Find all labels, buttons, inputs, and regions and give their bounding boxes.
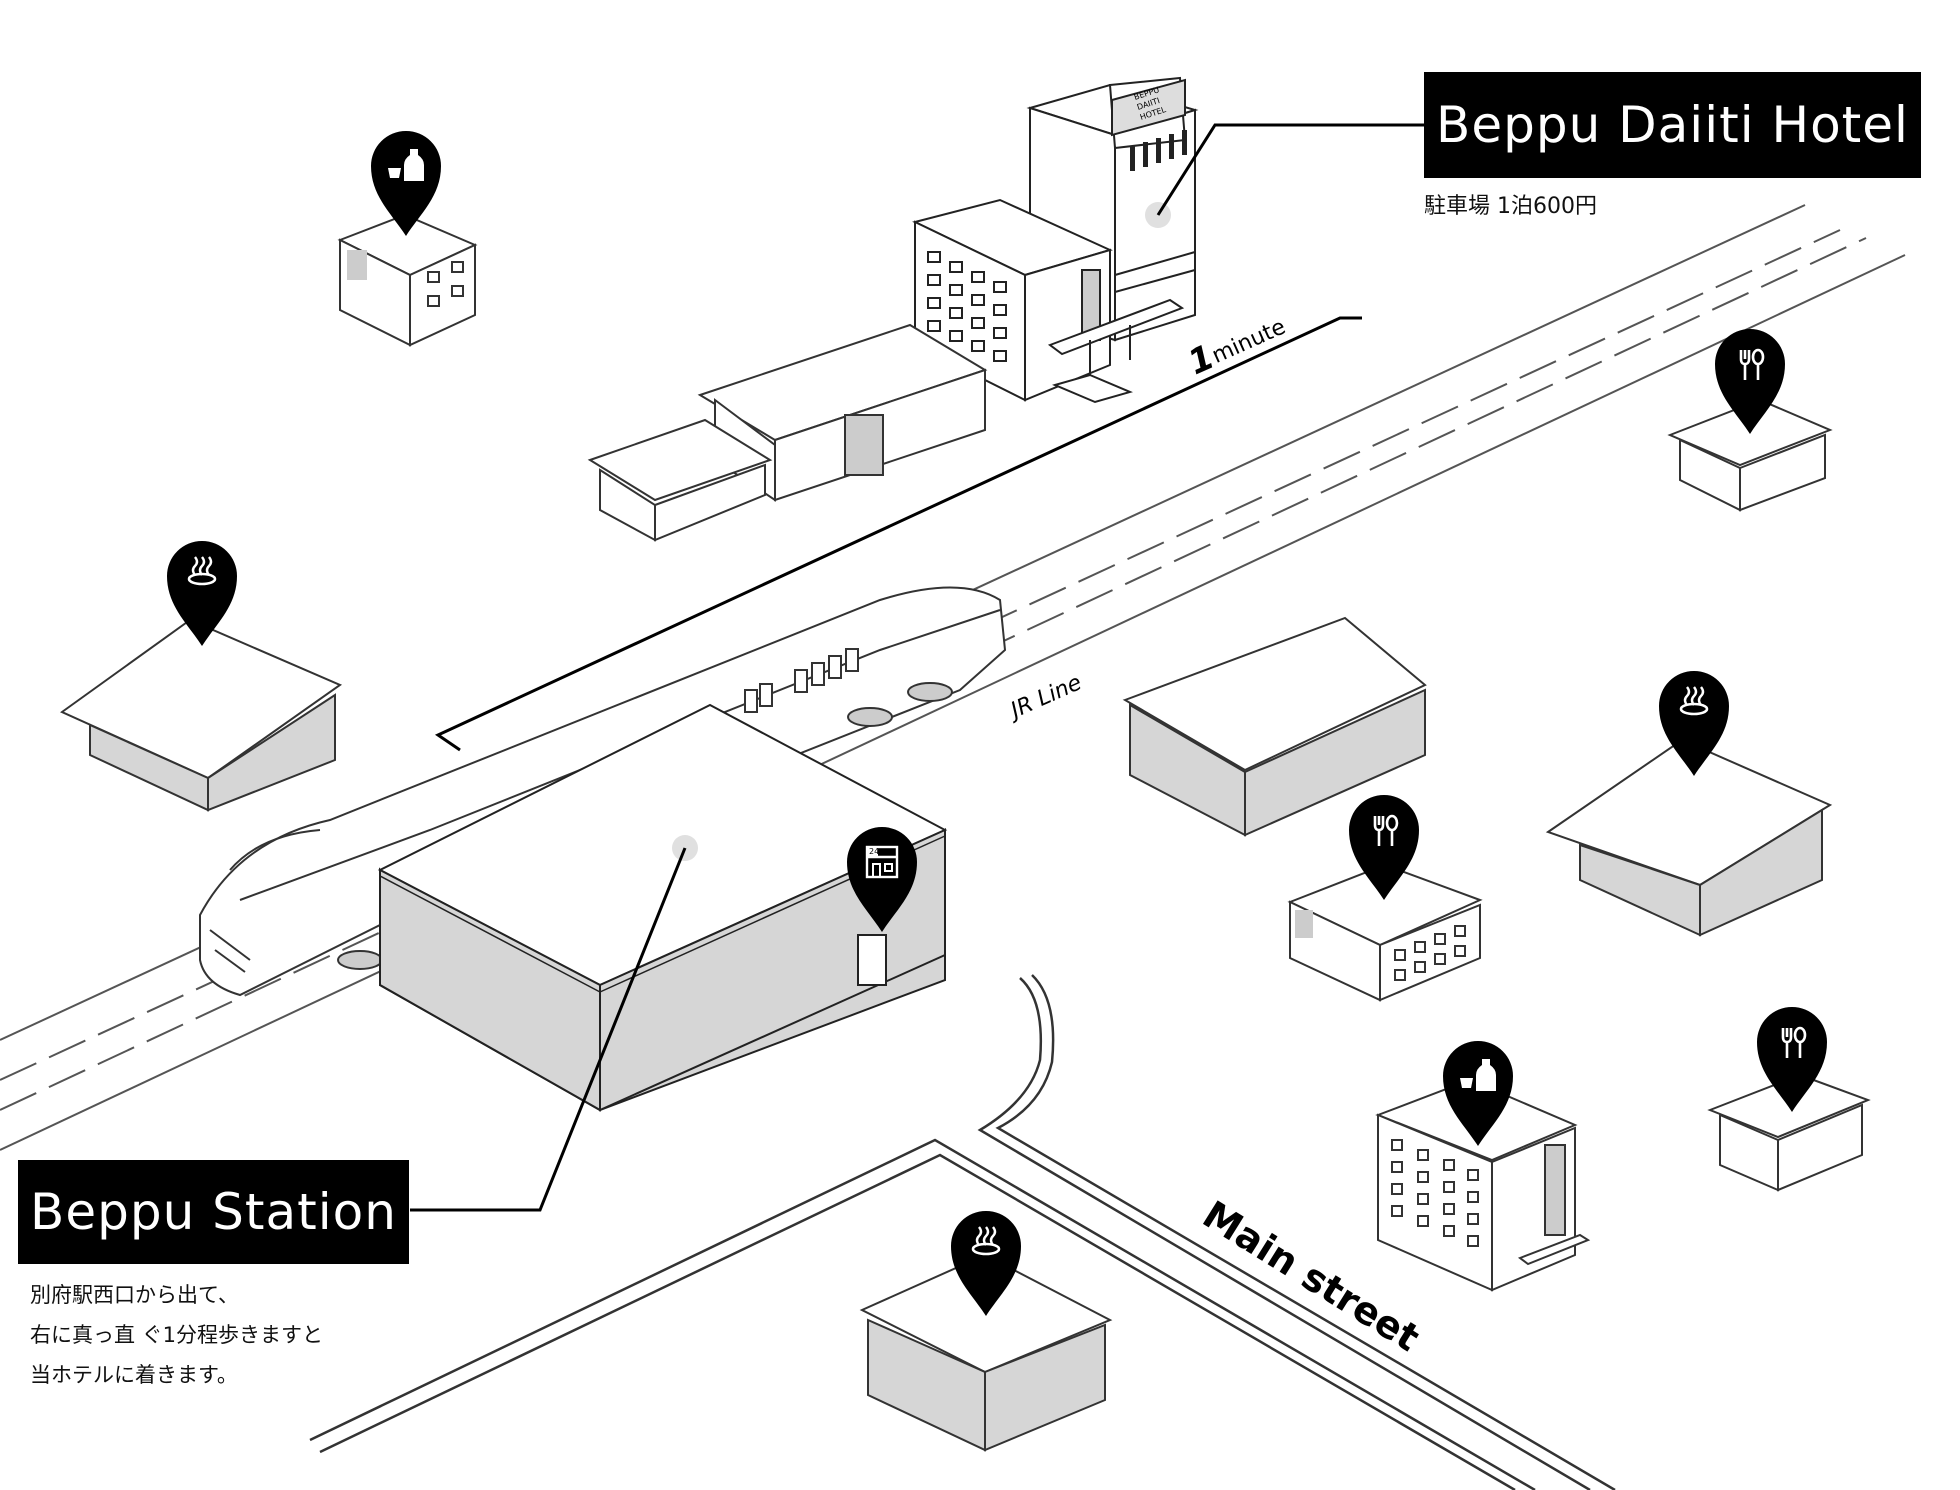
map-pin-shape bbox=[847, 827, 917, 932]
hotel-parking-info: 駐車場 1泊600円 bbox=[1424, 194, 1597, 219]
hotel-leader-line bbox=[1156, 123, 1424, 216]
directions-line: 別府駅西口から出て、 bbox=[30, 1283, 239, 1307]
gray-building-center bbox=[1122, 616, 1427, 837]
convenience-store-marker: 24 bbox=[847, 827, 917, 932]
walking-route-line bbox=[434, 316, 1362, 752]
restaurant-marker-right bbox=[1715, 329, 1785, 434]
map-pin-shape bbox=[167, 541, 237, 646]
markers-layer: 24 bbox=[167, 131, 1827, 1316]
map-pin-shape bbox=[1443, 1041, 1513, 1146]
restaurant-marker-center bbox=[1349, 795, 1419, 900]
walk-time-label: 1 minute bbox=[1182, 314, 1289, 383]
map-pin-shape bbox=[1659, 671, 1729, 776]
restaurant-marker-bottom-right bbox=[1757, 1007, 1827, 1112]
station-directions: 別府駅西口から出て、 右に真っ直 ぐ1分程歩きますと 当ホテルに着きます。 bbox=[30, 1275, 323, 1395]
directions-line: 右に真っ直 ぐ1分程歩きますと bbox=[30, 1323, 324, 1347]
store-24-badge: 24 bbox=[869, 847, 879, 856]
map-pin-shape bbox=[1715, 329, 1785, 434]
beppu-station-building bbox=[377, 703, 948, 1112]
onsen-marker-right bbox=[1659, 671, 1729, 776]
station-leader-line bbox=[410, 847, 687, 1212]
onsen-building-left bbox=[60, 618, 343, 812]
beppu-daiiti-hotel-building: BEPPU DAIITI HOTEL bbox=[912, 76, 1199, 404]
sake-shop-building-top bbox=[337, 213, 478, 347]
map-pin-shape bbox=[1757, 1007, 1827, 1112]
onsen-marker-left bbox=[167, 541, 237, 646]
station-name-label: Beppu Station bbox=[18, 1160, 409, 1264]
map-pin-shape bbox=[1349, 795, 1419, 900]
onsen-marker-bottom bbox=[951, 1211, 1021, 1316]
sake-marker-top bbox=[371, 131, 441, 236]
sake-marker-bottom bbox=[1443, 1041, 1513, 1146]
hotel-name-label: Beppu Daiiti Hotel bbox=[1424, 72, 1921, 178]
directions-line: 当ホテルに着きます。 bbox=[30, 1363, 238, 1387]
main-street-road bbox=[309, 974, 1616, 1490]
shed-buildings bbox=[587, 323, 988, 542]
map-pin-shape bbox=[951, 1211, 1021, 1316]
jr-line-label: JR Line bbox=[1004, 670, 1086, 725]
onsen-building-right bbox=[1545, 738, 1833, 937]
map-pin-shape bbox=[371, 131, 441, 236]
restaurant-building-center bbox=[1287, 863, 1483, 1002]
